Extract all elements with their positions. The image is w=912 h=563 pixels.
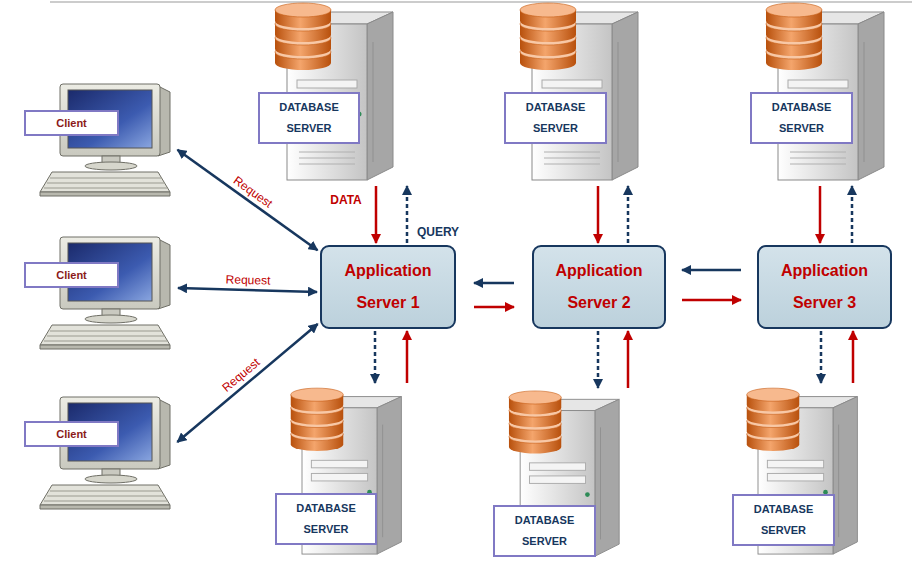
client-label: Client xyxy=(24,262,119,288)
data-arrow xyxy=(375,186,378,243)
query-arrow xyxy=(406,186,409,243)
server-name: Application Server 2 xyxy=(542,255,656,319)
database-server-node: DATABASE SERVER xyxy=(272,385,422,560)
data-arrow xyxy=(474,306,514,309)
data-arrow xyxy=(682,299,741,302)
data-arrow xyxy=(819,186,822,243)
database-server-node: DATABASE SERVER xyxy=(728,385,878,560)
database-server-node: DATABASE SERVER xyxy=(500,2,660,184)
data-arrow xyxy=(178,288,317,292)
database-server-node: DATABASE SERVER xyxy=(255,2,415,184)
client-label: Client xyxy=(24,421,119,447)
edge-label: QUERY xyxy=(415,225,461,239)
server-label: DATABASE SERVER xyxy=(750,92,853,144)
server-name: Application Server 1 xyxy=(330,255,446,319)
server-label: DATABASE SERVER xyxy=(504,92,607,144)
query-arrow xyxy=(851,186,854,243)
server-label: DATABASE SERVER xyxy=(493,505,596,557)
top-rule xyxy=(50,1,912,2)
edge-label: Request xyxy=(223,272,272,287)
client-node: Client xyxy=(20,395,175,513)
client-label: Client xyxy=(24,110,119,136)
client-node: Client xyxy=(20,82,175,200)
edge-label: Request xyxy=(218,354,264,396)
data-arrow xyxy=(474,282,514,285)
query-arrow xyxy=(820,331,823,383)
data-arrow xyxy=(597,186,600,243)
application-server-box: Application Server 3 xyxy=(757,245,892,329)
database-server-node: DATABASE SERVER xyxy=(490,390,640,560)
client-computer xyxy=(40,237,170,349)
edge-label: DATA xyxy=(328,193,364,207)
application-server-box: Application Server 2 xyxy=(532,245,666,329)
data-arrow xyxy=(852,331,855,383)
application-server-box: Application Server 1 xyxy=(320,245,456,329)
data-arrow xyxy=(627,331,630,388)
database-server-node: DATABASE SERVER xyxy=(746,2,906,184)
data-arrow xyxy=(682,269,741,272)
server-label: DATABASE SERVER xyxy=(275,493,377,545)
client-computer xyxy=(40,84,170,196)
query-arrow xyxy=(597,331,600,388)
server-label: DATABASE SERVER xyxy=(258,92,360,144)
server-name: Application Server 3 xyxy=(767,255,882,319)
client-computer xyxy=(40,397,170,509)
data-arrow xyxy=(406,331,409,383)
edge-label: Request xyxy=(229,172,277,212)
client-node: Client xyxy=(20,235,175,353)
query-arrow xyxy=(627,186,630,243)
query-arrow xyxy=(374,331,377,383)
server-label: DATABASE SERVER xyxy=(732,494,835,546)
